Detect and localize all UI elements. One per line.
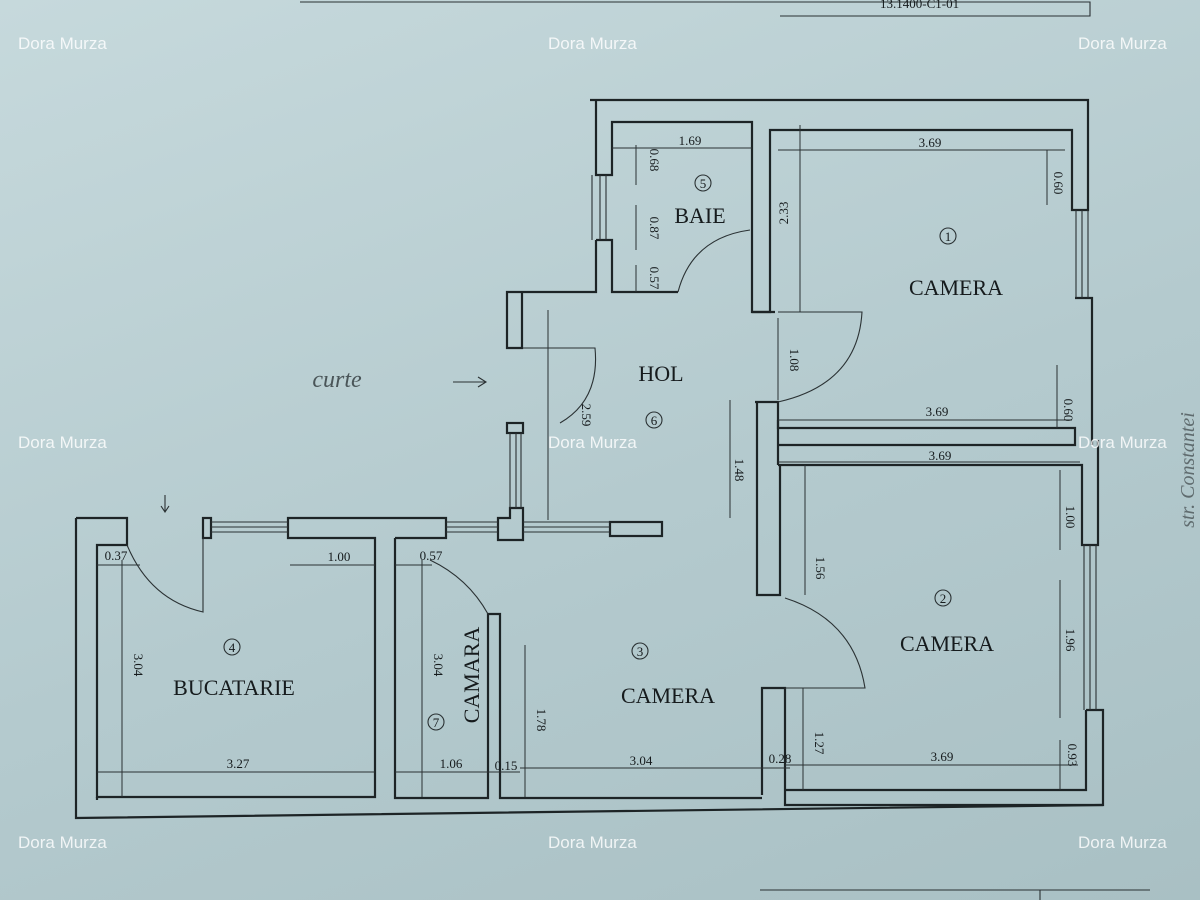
- watermark: Dora Murza: [18, 34, 107, 53]
- room-7-number: 7: [433, 715, 440, 730]
- dim-camera3-height: 1.78: [534, 709, 549, 732]
- dim-hol-height: 2.59: [579, 404, 594, 427]
- title-stamp: 13.1400-C1-01: [300, 0, 1091, 17]
- dim-camera3-width: 3.04: [630, 753, 653, 768]
- watermark: Dora Murza: [548, 433, 637, 452]
- dim-bucatarie-height: 3.04: [131, 654, 146, 677]
- dimension-lines: [97, 125, 1080, 797]
- entrance-arrow: [160, 495, 170, 513]
- room-1-number: 1: [945, 229, 952, 244]
- dim-camera2-lower: 1.27: [812, 732, 827, 755]
- watermark: Dora Murza: [18, 433, 107, 452]
- dim-camera2-side: 0.93: [1065, 744, 1080, 767]
- dim-bucatarie-b: 1.00: [328, 549, 351, 564]
- bottom-stamp-frame: [760, 889, 1150, 900]
- dim-camera2-mid: 1.96: [1063, 629, 1078, 652]
- curte-label: curte: [312, 367, 362, 393]
- room-5-name: BAIE: [674, 203, 725, 228]
- watermark: Dora Murza: [18, 833, 107, 852]
- dim-bucatarie-width: 3.27: [227, 756, 250, 771]
- watermark: Dora Murza: [1078, 833, 1167, 852]
- dim-camera2-left: 1.56: [813, 557, 828, 580]
- watermark: Dora Murza: [1078, 433, 1167, 452]
- room-1-name: CAMERA: [909, 275, 1003, 300]
- room-4-name: BUCATARIE: [173, 675, 295, 700]
- door-swings: [126, 229, 866, 689]
- dim-camara-a: 0.57: [420, 548, 443, 563]
- dim-baie-b: 0.87: [647, 217, 662, 240]
- stamp-text: 13.1400-C1-01: [880, 0, 959, 11]
- dim-camera1-left: 2.33: [776, 202, 791, 225]
- dimension-labels: 1.69 0.68 0.87 0.57 3.69 0.60 2.33 1.08 …: [105, 133, 1080, 773]
- dim-camera2-right: 1.00: [1063, 506, 1078, 529]
- windows: [211, 175, 1097, 710]
- watermark: Dora Murza: [548, 833, 637, 852]
- dim-camera3-gap2: 0.28: [769, 751, 792, 766]
- room-5-number: 5: [700, 176, 707, 191]
- dim-hol-mid: 1.48: [732, 459, 747, 482]
- room-2-number: 2: [940, 591, 947, 606]
- street-label: str. Constantei: [1177, 412, 1199, 528]
- watermark: Dora Murza: [548, 34, 637, 53]
- walls: [74, 98, 1105, 820]
- room-2-name: CAMERA: [900, 631, 994, 656]
- dim-bucatarie-a: 0.37: [105, 548, 128, 563]
- dim-baie-a: 0.68: [647, 149, 662, 172]
- dim-camera1-door: 1.08: [787, 349, 802, 372]
- dim-camera1-side: 0.60: [1051, 172, 1066, 195]
- room-3-name: CAMERA: [621, 683, 715, 708]
- room-7-name: CAMARA: [459, 627, 484, 724]
- dim-camera1-bottom: 3.69: [926, 404, 949, 419]
- room-6-number: 6: [651, 413, 658, 428]
- dim-camara-width: 1.06: [440, 756, 463, 771]
- dim-baie-width: 1.69: [679, 133, 702, 148]
- dim-camera2-bottom: 3.69: [931, 749, 954, 764]
- room-3-number: 3: [637, 644, 644, 659]
- dim-camera1-top: 3.69: [919, 135, 942, 150]
- dim-baie-c: 0.57: [647, 267, 662, 290]
- curte-arrow: [453, 376, 488, 388]
- room-labels: 5 BAIE 1 CAMERA HOL 6 2 CAMERA 3 CAMERA …: [173, 174, 1003, 731]
- room-6-name: HOL: [638, 361, 683, 386]
- dim-camera1-side2: 0.60: [1061, 399, 1076, 422]
- room-4-number: 4: [229, 640, 236, 655]
- dim-camera3-gap: 0.15: [495, 758, 518, 773]
- dim-camara-height: 3.04: [431, 654, 446, 677]
- watermark: Dora Murza: [1078, 34, 1167, 53]
- dim-camera2-top: 3.69: [929, 448, 952, 463]
